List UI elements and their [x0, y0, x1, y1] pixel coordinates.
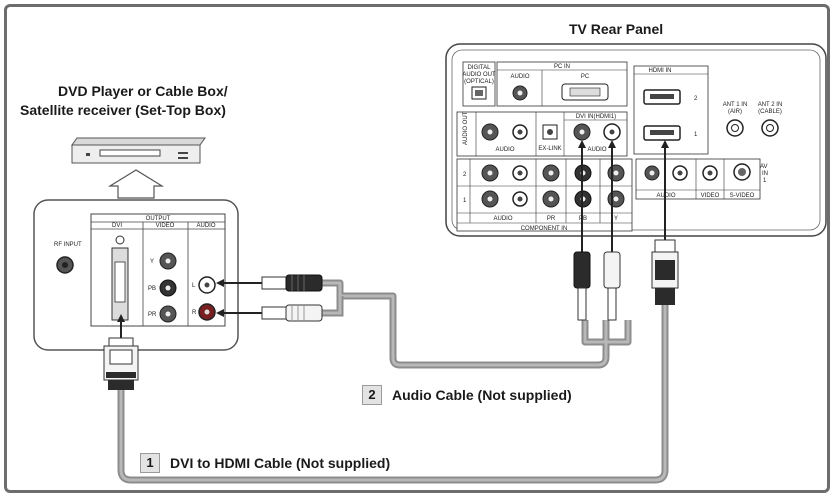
- tv-pc-label: PC: [581, 74, 590, 80]
- rf-input-label: RF INPUT: [54, 242, 82, 248]
- video-label: VIDEO: [156, 223, 175, 229]
- pb-label: PB: [148, 286, 156, 292]
- cable-1-text: DVI to HDMI Cable (Not supplied): [170, 455, 391, 471]
- video-in-label: VIDEO: [701, 193, 720, 199]
- cable-1-number: 1: [140, 453, 160, 473]
- output-label: OUTPUT: [146, 216, 171, 222]
- audio-cable-label: 2 Audio Cable (Not supplied): [362, 385, 572, 405]
- rca-plug-white: [261, 274, 323, 292]
- comp-y-label: Y: [614, 216, 618, 222]
- audio-out-label: AUDIO OUT: [463, 111, 469, 145]
- comp-audio-label: AUDIO: [493, 216, 512, 222]
- tv-rear-panel: [445, 43, 827, 237]
- pc-in-label: PC IN: [554, 64, 570, 70]
- digital-label-2: AUDIO OUT: [462, 72, 496, 78]
- ant2-label-2: (CABLE): [758, 109, 782, 115]
- audio-out-lr-label: AUDIO: [495, 147, 514, 153]
- dvd-player-icon: [71, 137, 206, 164]
- av-audio-label: AUDIO: [656, 193, 675, 199]
- av-in-label-3: 1: [763, 178, 767, 184]
- dvi-plug: [103, 337, 139, 390]
- pr-label: PR: [148, 312, 157, 318]
- l-label: L: [192, 283, 196, 289]
- hdmi-1-label: 1: [694, 132, 698, 138]
- rca-plug-red: [261, 304, 323, 322]
- digital-label-3: (OPTICAL): [464, 79, 494, 85]
- ex-link-label: EX-LINK: [538, 146, 561, 152]
- tv-panel-title: TV Rear Panel: [569, 21, 664, 37]
- s-video-label: S-VIDEO: [730, 193, 755, 199]
- ant1-label-2: (AIR): [728, 109, 742, 115]
- r-label: R: [192, 310, 197, 316]
- component-in-label: COMPONENT IN: [521, 226, 568, 232]
- source-output-panel: [33, 199, 239, 351]
- device-title-line1: DVD Player or Cable Box/: [58, 83, 228, 99]
- hdmi-plug: [651, 140, 679, 305]
- tv-audio-plugs: [573, 140, 621, 321]
- cable-2-number: 2: [362, 385, 382, 405]
- audio-label: AUDIO: [196, 223, 215, 229]
- tv-audio-label: AUDIO: [510, 74, 529, 80]
- ant1-label-1: ANT 1 IN: [723, 102, 748, 108]
- digital-label-1: DIGITAL: [468, 65, 492, 71]
- dvi-audio-lr-label: AUDIO: [587, 147, 606, 153]
- row-1-label: 1: [463, 198, 467, 204]
- hdmi-2-label: 2: [694, 96, 698, 102]
- audio-arrows: [117, 279, 262, 338]
- dvi-in-hdmi1-label: DVI IN(HDMI1): [576, 114, 616, 120]
- y-label: Y: [150, 259, 154, 265]
- row-2-label: 2: [463, 172, 467, 178]
- hdmi-in-label: HDMI IN: [649, 68, 672, 74]
- av-in-label-2: IN: [762, 171, 768, 177]
- device-title-line2: Satellite receiver (Set-Top Box): [20, 102, 226, 118]
- ant2-label-1: ANT 2 IN: [758, 102, 783, 108]
- cable-2-text: Audio Cable (Not supplied): [392, 387, 572, 403]
- dvi-cable-label: 1 DVI to HDMI Cable (Not supplied): [140, 453, 390, 473]
- dvi-label: DVI: [112, 223, 122, 229]
- av-in-label-1: AV: [760, 164, 768, 170]
- comp-pr-label: PR: [547, 216, 556, 222]
- up-arrow-icon: [107, 169, 165, 199]
